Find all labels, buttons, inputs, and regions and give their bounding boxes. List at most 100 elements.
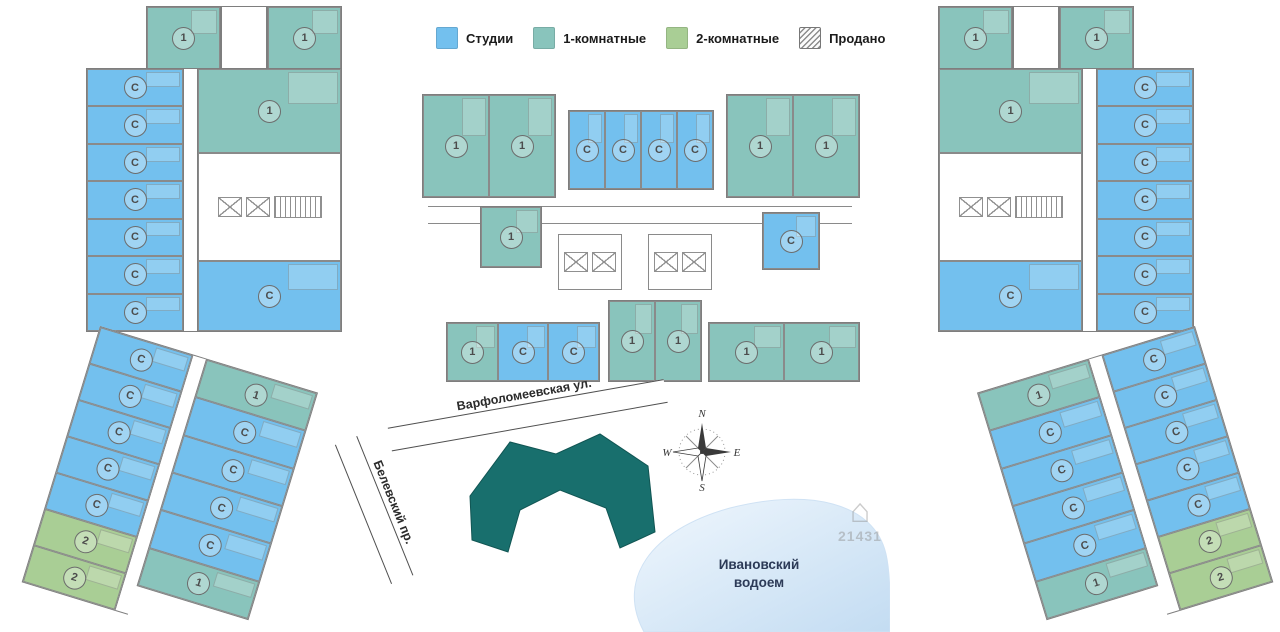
apartment-unit[interactable]: С [87,143,183,182]
legend-item[interactable]: 2-комнатные [666,27,779,49]
legend-item[interactable]: Студии [436,27,513,49]
apartment-type-badge: С [123,113,147,137]
apartment-unit[interactable]: С [87,106,183,144]
apartment-unit[interactable]: С [1097,293,1193,331]
apartment-unit[interactable]: 1 [268,7,341,69]
apartment-unit[interactable]: С [677,111,713,189]
apartment-unit[interactable]: С [198,261,341,331]
apartment-unit[interactable]: 1 [709,323,784,381]
apartment-unit[interactable]: С [548,323,600,381]
apartment-unit[interactable]: 1 [198,69,341,153]
apartment-type-badge: 1 [666,329,690,353]
apartment-unit[interactable]: С [87,218,183,257]
stairs-icon [1014,196,1063,218]
compass-s: S [699,482,705,493]
apartment-unit[interactable]: 1 [1060,7,1133,69]
stair-elevator-core [648,234,712,290]
building-logo-icon: ⌂ [849,492,871,530]
apartment-unit[interactable]: С [1097,256,1193,294]
apartment-type-badge: С [575,138,599,162]
apartment-unit[interactable]: 1 [447,323,498,381]
legend-item[interactable]: 1-комнатные [533,27,646,49]
apartment-unit[interactable]: С [1097,143,1193,182]
apartment-type-badge: С [1133,151,1157,175]
apartment-unit[interactable]: 1 [939,7,1012,69]
apartment-unit[interactable]: 1 [489,95,555,197]
apartment-type-badge: С [126,345,156,374]
apartment-type-badge: 1 [499,225,523,249]
inner-column: 1 С [197,68,342,332]
legend-swatch-icon [666,27,689,49]
apartment-type-badge: 1 [748,134,772,158]
apartment-unit[interactable]: С [87,181,183,219]
apartment-type-badge: С [115,381,145,411]
pond-name-line1: Ивановский [718,557,800,572]
elevator-icon [958,197,983,217]
apartment-type-badge: С [1133,300,1157,324]
apartment-unit[interactable]: 1 [655,301,701,381]
stair-elevator-core [198,153,341,261]
apartment-unit[interactable]: 1 [609,301,655,381]
apartment-unit[interactable]: С [87,256,183,294]
watermark-digits: 21431 [838,528,882,544]
apartment-unit[interactable]: 1 [147,7,220,69]
apartment-unit[interactable]: С [569,111,605,189]
apartment-unit[interactable]: С [605,111,641,189]
unit-group: 1 [146,6,221,70]
apartment-type-badge: 1 [1024,380,1054,410]
apartment-type-badge: 1 [735,340,758,364]
apartment-unit[interactable]: С [497,323,549,381]
apartment-type-badge: С [1150,381,1180,411]
apartment-type-badge: С [999,284,1022,308]
apartment-unit[interactable]: 1 [423,95,489,197]
apartment-unit[interactable]: С [1097,106,1193,144]
apartment-unit[interactable]: С [939,261,1082,331]
unit-group: 1 [267,6,342,70]
apartment-type-badge: 1 [172,26,195,50]
apartment-unit[interactable]: С [641,111,677,189]
apartment-type-badge: С [218,456,248,485]
unit-group: 1 [939,69,1082,153]
apartment-type-badge: С [123,225,147,249]
apartment-unit[interactable]: 1 [727,95,793,197]
apartment-unit[interactable]: С [87,293,183,331]
apartment-type-badge: 2 [59,563,89,592]
apartment-unit[interactable]: С [87,69,183,107]
apartment-unit[interactable]: С [763,213,819,269]
compass-rose-icon: N S W E [662,408,740,493]
legend-label: 2-комнатные [696,30,780,46]
apartment-type-badge: С [1133,113,1157,137]
apartment-type-badge: С [1133,263,1157,287]
apartment-type-badge: 2 [1206,563,1236,592]
apartment-unit[interactable]: 1 [793,95,859,197]
stair-elevator-core [558,234,622,290]
legend-item[interactable]: Продано [799,27,885,49]
apartment-unit[interactable]: С [1097,181,1193,219]
apartment-type-badge: 2 [71,526,100,556]
apartment-type-badge: С [82,490,111,520]
apartment-type-badge: С [779,229,803,253]
elevator-icon [592,252,616,272]
apartment-unit[interactable]: 1 [481,207,541,267]
legend-swatch-icon [436,27,458,49]
apartment-unit[interactable]: С [1097,69,1193,107]
apartment-type-badge: С [1184,490,1213,520]
apartment-type-badge: С [683,138,707,162]
apartment-type-badge: 1 [258,99,281,123]
corridor [1083,68,1096,332]
apartment-type-badge: 1 [293,26,316,50]
legend-label: Студии [466,30,514,46]
apartment-unit[interactable]: С [1097,218,1193,257]
apartment-type-badge: С [230,418,259,448]
apartment-unit[interactable]: 1 [939,69,1082,153]
apartment-type-badge: 1 [444,134,468,158]
apartment-type-badge: С [123,300,147,324]
legend-label: 1-комнатные [563,30,647,46]
apartment-unit[interactable]: 1 [784,323,859,381]
